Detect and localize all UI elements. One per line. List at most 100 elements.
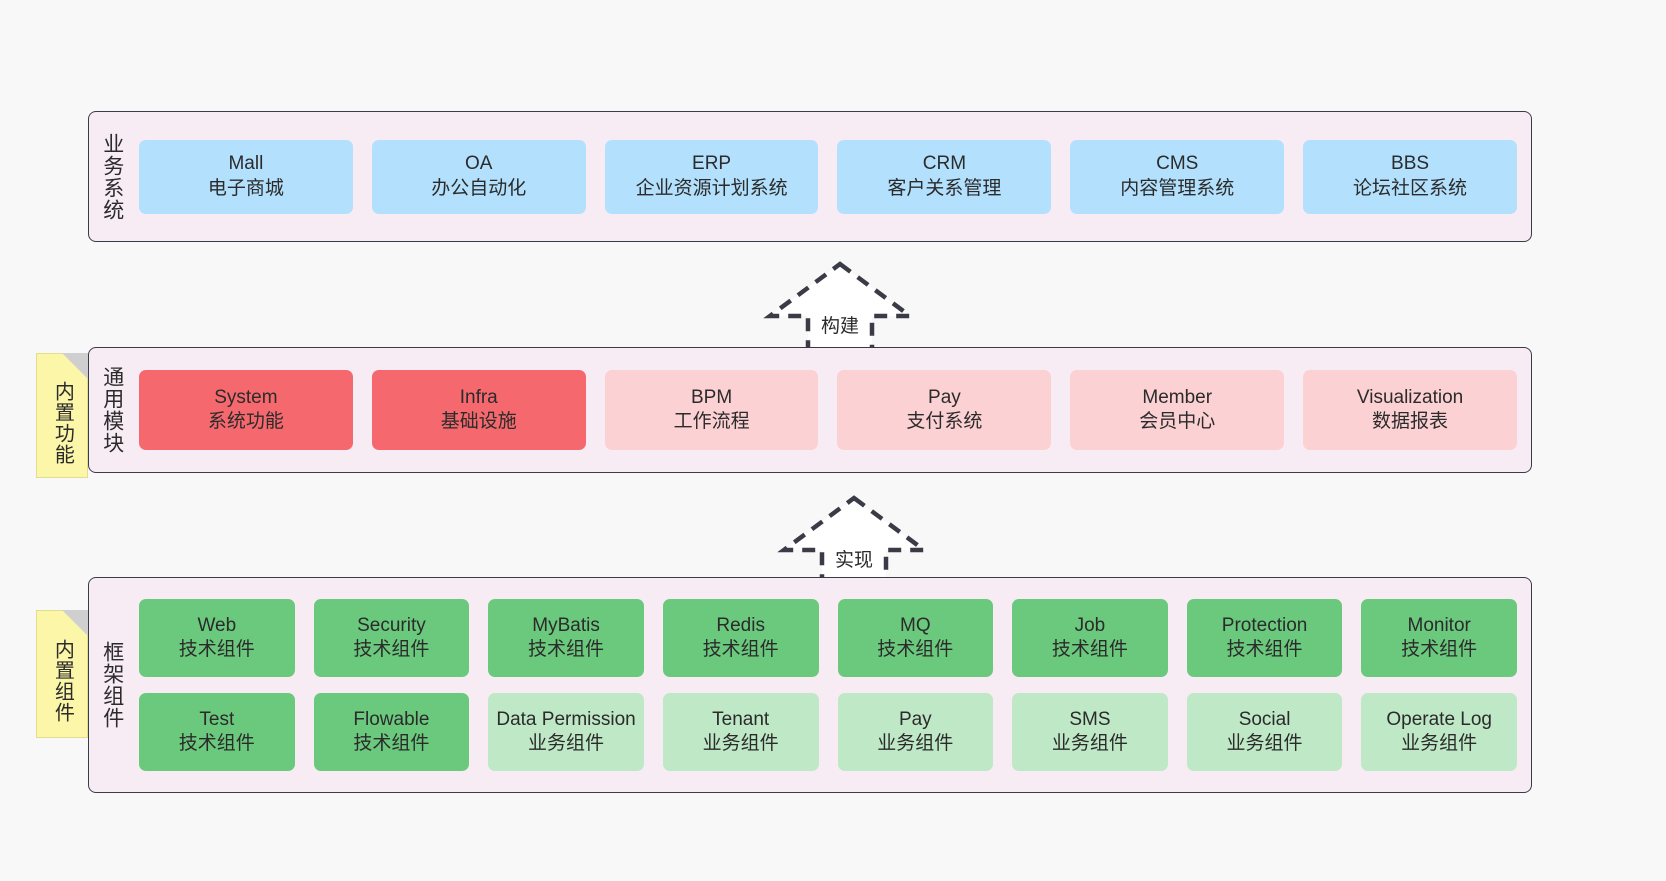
- card-tenant[interactable]: Tenant 业务组件: [662, 693, 819, 771]
- card-subtitle: 基础设施: [440, 411, 517, 432]
- card-subtitle: 内容管理系统: [1120, 177, 1235, 199]
- card-subtitle: 技术组件: [178, 733, 255, 754]
- card-cms[interactable]: CMS 内容管理系统: [1070, 139, 1285, 214]
- card-title: BBS: [1391, 153, 1430, 175]
- card-flowable[interactable]: Flowable 技术组件: [313, 693, 470, 771]
- card-subtitle: 技术组件: [1051, 639, 1128, 660]
- card-data-permission[interactable]: Data Permission 业务组件: [488, 693, 644, 771]
- card-security[interactable]: Security 技术组件: [313, 599, 470, 677]
- layer-label-business-systems: 业务系统: [100, 132, 124, 221]
- card-erp[interactable]: ERP 企业资源计划系统: [604, 139, 819, 214]
- arrow-build: 构建: [760, 258, 920, 354]
- card-sms[interactable]: SMS 业务组件: [1012, 693, 1168, 771]
- card-social[interactable]: Social 业务组件: [1186, 693, 1343, 771]
- card-mybatis[interactable]: MyBatis 技术组件: [488, 599, 644, 677]
- card-subtitle: 业务组件: [1401, 733, 1478, 754]
- arrow-build-icon: [763, 261, 917, 353]
- card-title: BPM: [690, 386, 733, 408]
- card-pay-component[interactable]: Pay 业务组件: [837, 693, 994, 771]
- card-row: Web 技术组件 Security 技术组件 MyBatis 技术组件 Redi…: [139, 599, 1517, 677]
- card-title: Mall: [228, 153, 264, 175]
- card-title: MyBatis: [532, 614, 600, 636]
- card-subtitle: 技术组件: [1401, 639, 1478, 660]
- layer-body-business-systems: Mall 电子商城 OA 办公自动化 ERP 企业资源计划系统 CRM 客户关系…: [135, 112, 1531, 241]
- card-infra[interactable]: Infra 基础设施: [371, 370, 586, 450]
- layer-business-systems: 业务系统 Mall 电子商城 OA 办公自动化 ERP 企业资源计划系统 CRM…: [88, 111, 1532, 242]
- layer-body-common-modules: System 系统功能 Infra 基础设施 BPM 工作流程 Pay 支付系统…: [135, 348, 1531, 472]
- card-title: Monitor: [1407, 614, 1471, 636]
- card-subtitle: 数据报表: [1372, 411, 1449, 432]
- card-title: OA: [465, 153, 493, 175]
- card-title: Flowable: [353, 708, 430, 730]
- card-subtitle: 技术组件: [353, 733, 430, 754]
- card-title: Infra: [459, 386, 498, 408]
- card-title: Pay: [898, 708, 932, 730]
- card-title: Operate Log: [1386, 708, 1492, 730]
- card-subtitle: 工作流程: [673, 411, 750, 432]
- card-protection[interactable]: Protection 技术组件: [1186, 599, 1343, 677]
- card-subtitle: 电子商城: [207, 177, 284, 199]
- card-subtitle: 技术组件: [1226, 639, 1303, 660]
- card-member[interactable]: Member 会员中心: [1070, 370, 1285, 450]
- card-web[interactable]: Web 技术组件: [139, 599, 295, 677]
- card-mq[interactable]: MQ 技术组件: [837, 599, 994, 677]
- card-title: CMS: [1156, 153, 1199, 175]
- card-subtitle: 业务组件: [528, 733, 605, 754]
- card-bbs[interactable]: BBS 论坛社区系统: [1303, 139, 1517, 214]
- card-row: Test 技术组件 Flowable 技术组件 Data Permission …: [139, 693, 1517, 771]
- card-subtitle: 业务组件: [702, 733, 779, 754]
- card-subtitle: 技术组件: [353, 639, 430, 660]
- card-title: Web: [197, 614, 237, 636]
- card-monitor[interactable]: Monitor 技术组件: [1361, 599, 1517, 677]
- layer-common-modules: 通用模块 System 系统功能 Infra 基础设施 BPM 工作流程 Pay…: [88, 347, 1532, 473]
- card-title: Data Permission: [496, 708, 636, 730]
- card-title: Pay: [928, 386, 961, 408]
- card-subtitle: 技术组件: [178, 639, 255, 660]
- arrow-implement: 实现: [774, 492, 934, 588]
- card-pay-module[interactable]: Pay 支付系统: [837, 370, 1052, 450]
- card-title: CRM: [922, 153, 967, 175]
- card-mall[interactable]: Mall 电子商城: [139, 139, 353, 214]
- card-subtitle: 技术组件: [528, 639, 605, 660]
- card-operate-log[interactable]: Operate Log 业务组件: [1361, 693, 1517, 771]
- card-title: MQ: [900, 614, 931, 636]
- card-title: SMS: [1069, 708, 1111, 730]
- card-title: Protection: [1221, 614, 1308, 636]
- card-system[interactable]: System 系统功能: [139, 370, 353, 450]
- sticky-note-builtin-components: 内置组件: [36, 610, 88, 738]
- card-oa[interactable]: OA 办公自动化: [371, 139, 586, 214]
- card-row: System 系统功能 Infra 基础设施 BPM 工作流程 Pay 支付系统…: [139, 370, 1517, 450]
- layer-label-common-modules: 通用模块: [100, 366, 124, 454]
- card-subtitle: 系统功能: [207, 411, 284, 432]
- card-subtitle: 技术组件: [877, 639, 954, 660]
- arrow-build-label: 构建: [820, 316, 859, 337]
- card-subtitle: 企业资源计划系统: [635, 177, 788, 199]
- card-crm[interactable]: CRM 客户关系管理: [837, 139, 1052, 214]
- card-title: Security: [357, 614, 426, 636]
- card-test[interactable]: Test 技术组件: [139, 693, 295, 771]
- card-subtitle: 业务组件: [1226, 733, 1303, 754]
- card-title: Tenant: [712, 708, 770, 730]
- arrow-implement-icon: [777, 495, 931, 587]
- card-subtitle: 业务组件: [877, 733, 954, 754]
- card-row: Mall 电子商城 OA 办公自动化 ERP 企业资源计划系统 CRM 客户关系…: [139, 139, 1517, 214]
- card-subtitle: 客户关系管理: [887, 177, 1002, 199]
- layer-body-framework-components: Web 技术组件 Security 技术组件 MyBatis 技术组件 Redi…: [135, 578, 1531, 792]
- card-subtitle: 技术组件: [702, 639, 779, 660]
- card-visualization[interactable]: Visualization 数据报表: [1303, 370, 1517, 450]
- card-bpm[interactable]: BPM 工作流程: [604, 370, 819, 450]
- card-title: Job: [1074, 614, 1106, 636]
- layer-label-framework-components: 框架组件: [100, 641, 124, 729]
- card-subtitle: 支付系统: [906, 411, 983, 432]
- card-redis[interactable]: Redis 技术组件: [662, 599, 819, 677]
- card-title: System: [214, 386, 278, 408]
- card-job[interactable]: Job 技术组件: [1012, 599, 1168, 677]
- card-subtitle: 论坛社区系统: [1353, 177, 1468, 199]
- card-subtitle: 办公自动化: [431, 177, 527, 199]
- card-title: Visualization: [1356, 386, 1464, 408]
- layer-framework-components: 框架组件 Web 技术组件 Security 技术组件 MyBatis 技术组件…: [88, 577, 1532, 793]
- card-title: Redis: [716, 614, 765, 636]
- card-title: ERP: [692, 153, 732, 175]
- card-title: Member: [1142, 386, 1213, 408]
